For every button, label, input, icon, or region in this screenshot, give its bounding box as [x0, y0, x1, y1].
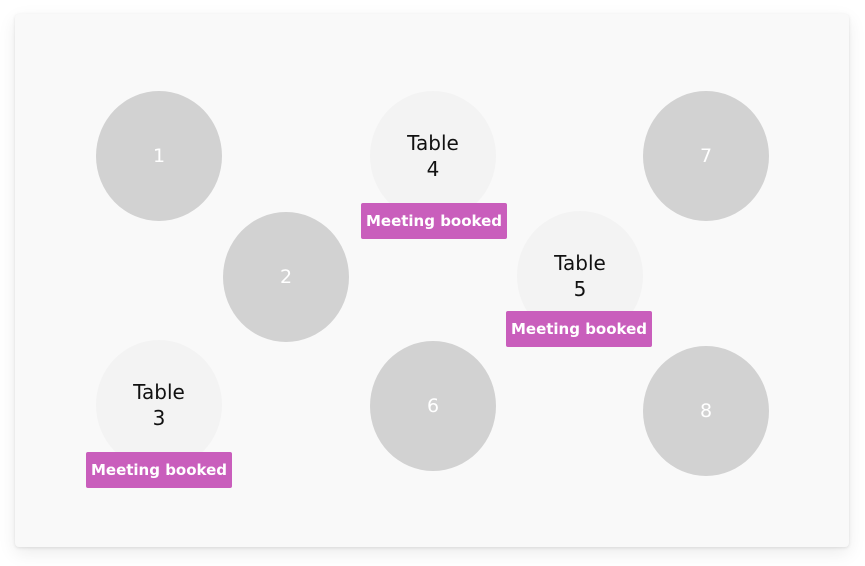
table-3-number: 3	[152, 406, 166, 430]
table-1-number: 1	[152, 145, 166, 167]
table-3-title: Table	[133, 380, 185, 404]
table-4-number: 4	[426, 157, 440, 181]
table-2[interactable]: 2	[223, 212, 349, 342]
table-8-number: 8	[699, 400, 713, 422]
table-3[interactable]: Table 3	[96, 340, 222, 470]
table-4-meeting-booked-badge[interactable]: Meeting booked	[361, 203, 507, 239]
floor-plan-panel: 1 2 6 7 8 Table 3 Meeting booked Table 4…	[15, 14, 849, 547]
table-5-title: Table	[554, 251, 606, 275]
table-8[interactable]: 8	[643, 346, 769, 476]
table-5-number: 5	[573, 277, 587, 301]
table-5-meeting-booked-badge[interactable]: Meeting booked	[506, 311, 652, 347]
table-6-number: 6	[426, 395, 440, 417]
table-6[interactable]: 6	[370, 341, 496, 471]
table-7-number: 7	[699, 145, 713, 167]
table-4-title: Table	[407, 131, 459, 155]
table-2-number: 2	[279, 266, 293, 288]
table-7[interactable]: 7	[643, 91, 769, 221]
table-4[interactable]: Table 4	[370, 91, 496, 221]
table-3-meeting-booked-badge[interactable]: Meeting booked	[86, 452, 232, 488]
table-1[interactable]: 1	[96, 91, 222, 221]
